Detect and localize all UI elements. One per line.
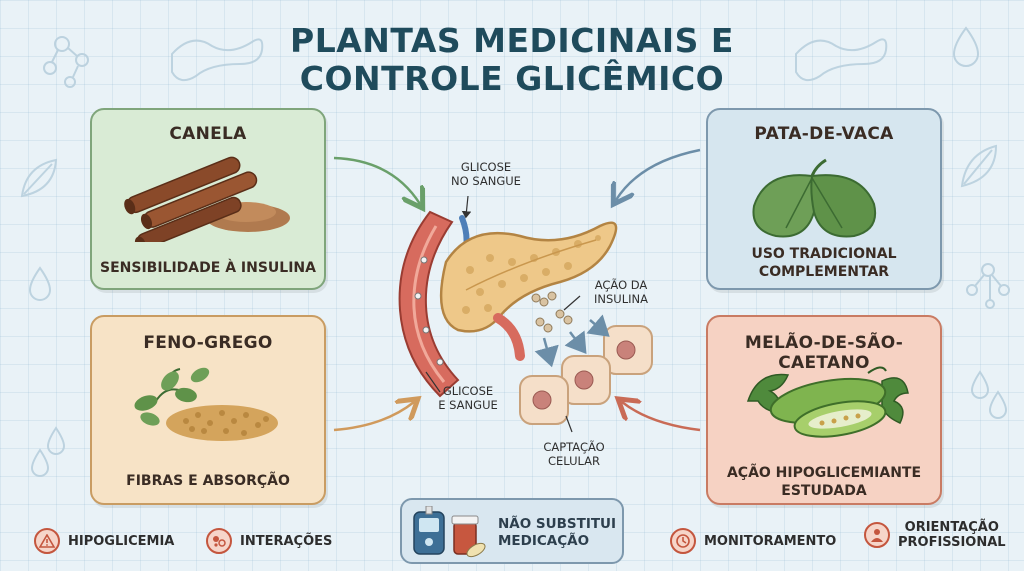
arrow-melao-to-center xyxy=(622,402,701,432)
drop-icon xyxy=(952,26,980,67)
label-captacao-line2: CELULAR xyxy=(547,454,601,468)
arrow-pata-to-center xyxy=(616,148,701,200)
footer-hipoglicemia: HIPOGLICEMIA xyxy=(34,528,174,554)
leaf-icon xyxy=(20,158,58,198)
footer-orientacao-line2: PROFISSIONAL xyxy=(898,535,1006,550)
footer-orientacao: ORIENTAÇÃO PROFISSIONAL xyxy=(864,520,1006,550)
warning-icon xyxy=(34,528,60,554)
label-glicose-bottom-line1: GLICOSE xyxy=(442,384,494,398)
pancreas-outline-icon xyxy=(171,38,264,82)
drop-icon xyxy=(30,448,50,477)
label-acao-da-insulina: AÇÃO DA INSULINA xyxy=(586,278,656,306)
label-glicose-top-line2: NO SANGUE xyxy=(451,174,521,188)
card-melao-desc-1: AÇÃO HIPOGLICEMIANTE xyxy=(726,465,922,481)
card-melao-de-sao-caetano: MELÃO-DE-SÃO-CAETANO AÇÃO HIPOGLICEMIANT… xyxy=(706,315,942,505)
card-pata-de-vaca: PATA-DE-VACA USO TRADICIONAL COMPLEMENTA… xyxy=(706,108,942,290)
label-acao-line1: AÇÃO DA xyxy=(594,278,648,292)
label-glicose-no-sangue: GLICOSE NO SANGUE xyxy=(446,160,526,188)
pills-icon xyxy=(206,528,232,554)
card-canela: CANELA SENSIBILIDADE À INSULINA xyxy=(90,108,326,290)
label-acao-line2: INSULINA xyxy=(594,292,648,306)
card-canela-desc: SENSIBILIDADE À INSULINA xyxy=(100,260,316,276)
label-glicose-e-sangue: GLICOSE E SANGUE xyxy=(428,384,508,412)
glucometer-icon xyxy=(413,506,486,558)
person-icon xyxy=(864,522,890,548)
card-pata-desc-1: USO TRADICIONAL xyxy=(751,246,897,262)
blood-vessel xyxy=(398,210,460,398)
footer-hipoglicemia-label: HIPOGLICEMIA xyxy=(68,533,175,549)
card-melao-name: MELÃO-DE-SÃO-CAETANO xyxy=(744,333,904,373)
notice-box: NÃO SUBSTITUI MEDICAÇÃO xyxy=(400,498,624,564)
footer-orientacao-label: ORIENTAÇÃO PROFISSIONAL xyxy=(898,520,1006,550)
leaf-icon xyxy=(960,144,998,188)
drop-icon xyxy=(28,266,52,301)
fenugreek-icon xyxy=(134,367,278,441)
cells xyxy=(519,325,653,425)
notice-line2: MEDICAÇÃO xyxy=(498,533,590,549)
footer-interacoes: INTERAÇÕES xyxy=(206,528,332,554)
card-pata-desc-2: COMPLEMENTAR xyxy=(758,264,890,280)
card-feno-name: FENO-GREGO xyxy=(143,333,273,353)
label-glicose-top-line1: GLICOSE xyxy=(460,160,512,174)
card-pata-name: PATA-DE-VACA xyxy=(754,124,894,144)
title-line-2: CONTROLE GLICÊMICO xyxy=(299,59,725,98)
pancreas-illustration xyxy=(439,221,618,361)
clock-icon xyxy=(670,528,696,554)
label-captacao-line1: CAPTAÇÃO xyxy=(543,440,605,454)
label-glicose-bottom-line2: E SANGUE xyxy=(438,398,498,412)
footer-monitoramento-label: MONITORAMENTO xyxy=(704,533,837,549)
molecule-icon xyxy=(966,263,1010,309)
notice-text: NÃO SUBSTITUI MEDICAÇÃO xyxy=(498,516,616,550)
cinnamon-icon xyxy=(124,156,290,242)
footer-orientacao-line1: ORIENTAÇÃO xyxy=(904,520,999,535)
leaf-pair-icon xyxy=(752,158,876,238)
label-captacao-celular: CAPTAÇÃO CELULAR xyxy=(532,440,616,468)
arrow-canela-to-center xyxy=(333,156,420,204)
insulin-molecules xyxy=(531,291,573,333)
card-canela-name: CANELA xyxy=(169,124,247,144)
card-melao-desc-2: ESTUDADA xyxy=(781,483,867,499)
card-feno-desc: FIBRAS E ABSORÇÃO xyxy=(126,473,290,489)
arrow-feno-to-center xyxy=(333,402,414,432)
drop-icon xyxy=(970,370,990,399)
title-line-1: PLANTAS MEDICINAIS E xyxy=(290,21,734,60)
page-title: PLANTAS MEDICINAIS E CONTROLE GLICÊMICO xyxy=(0,22,1024,98)
bitter-melon-icon xyxy=(746,366,909,438)
footer-monitoramento: MONITORAMENTO xyxy=(670,528,836,554)
pancreas-outline-icon xyxy=(795,38,888,82)
drop-icon xyxy=(988,390,1008,419)
notice-line1: NÃO SUBSTITUI xyxy=(498,516,617,532)
card-feno-grego: FENO-GREGO FIBRAS E ABSORÇÃO xyxy=(90,315,326,505)
drop-icon xyxy=(46,426,66,455)
footer-interacoes-label: INTERAÇÕES xyxy=(240,533,333,549)
molecule-icon xyxy=(43,36,89,88)
